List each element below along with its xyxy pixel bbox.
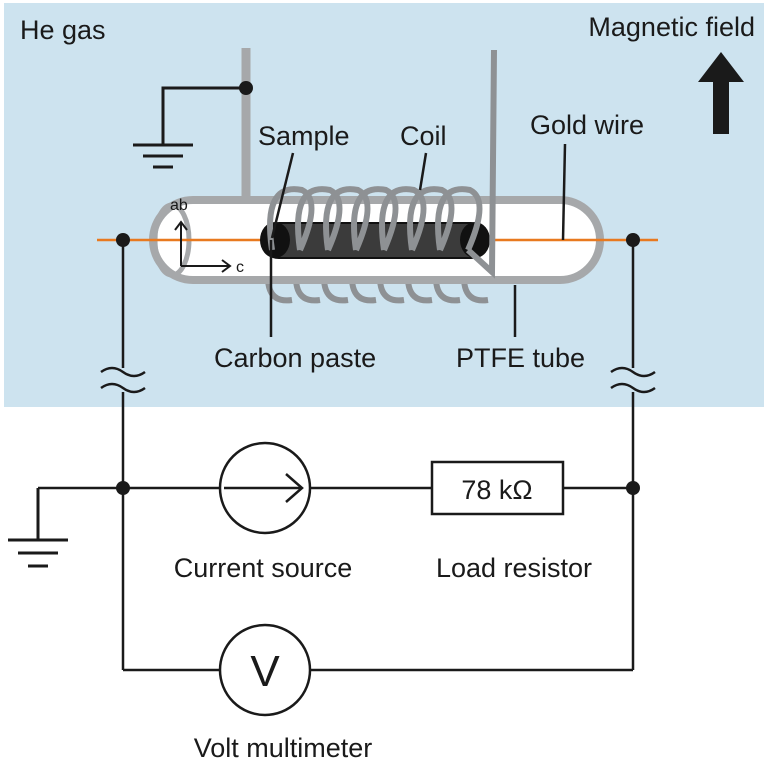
volt-multimeter-label: Volt multimeter bbox=[194, 733, 373, 763]
leader-lines bbox=[269, 143, 567, 337]
load-resistor-box bbox=[430, 460, 565, 516]
resistor-value: 78 kΩ bbox=[461, 475, 532, 505]
junction-dot bbox=[626, 233, 640, 247]
voltmeter-v: V bbox=[250, 647, 280, 696]
axis-c-label: c bbox=[236, 259, 244, 276]
junction-dot bbox=[116, 481, 130, 495]
he-gas-label: He gas bbox=[20, 15, 106, 45]
ptfe-tube-label: PTFE tube bbox=[456, 343, 585, 373]
voltmeter-symbol bbox=[218, 623, 312, 717]
coil-label: Coil bbox=[400, 121, 447, 151]
wire-break-right bbox=[610, 366, 656, 394]
sample-label: Sample bbox=[258, 121, 350, 151]
coil-lead bbox=[465, 49, 497, 279]
junction-dot bbox=[116, 233, 130, 247]
current-source-symbol bbox=[218, 441, 312, 535]
gold-wire-label: Gold wire bbox=[530, 110, 644, 140]
ground-symbol-bottom bbox=[8, 488, 68, 568]
ground-symbol-top bbox=[133, 86, 246, 169]
coil-front-loops bbox=[267, 186, 483, 252]
junction-dot bbox=[626, 481, 640, 495]
magnetic-field-arrow bbox=[698, 52, 744, 134]
carbon-paste-label: Carbon paste bbox=[214, 343, 376, 373]
load-resistor-label: Load resistor bbox=[436, 553, 592, 583]
crystal-axes bbox=[174, 220, 232, 273]
axis-ab-label: ab bbox=[170, 197, 188, 214]
wire-break-left bbox=[100, 366, 146, 394]
ground-junction-dot bbox=[239, 81, 253, 95]
current-source-label: Current source bbox=[174, 553, 353, 583]
circuit-wires bbox=[38, 240, 635, 672]
magnetic-field-label: Magnetic field bbox=[588, 12, 755, 42]
